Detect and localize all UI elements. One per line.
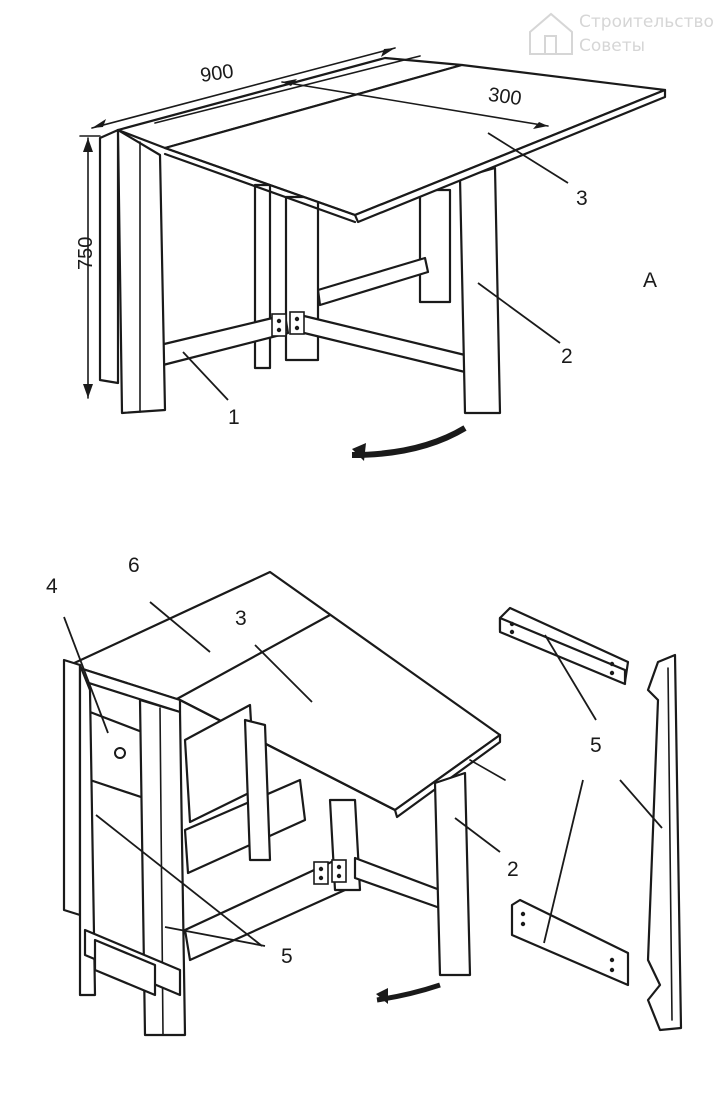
part-5-post bbox=[646, 653, 683, 1032]
hinge-a-left bbox=[271, 313, 287, 337]
callout-b-5-left: 5 bbox=[281, 945, 293, 968]
left-side-panel bbox=[62, 658, 82, 917]
hinge-b-right bbox=[331, 859, 347, 883]
view-label-a: А bbox=[643, 269, 657, 292]
dimension-300 bbox=[281, 79, 549, 129]
watermark-line2: Советы bbox=[579, 36, 645, 56]
leg-2 bbox=[458, 166, 502, 415]
hinge-a-right bbox=[289, 311, 305, 335]
callout-a-2: 2 bbox=[561, 345, 573, 368]
figure-a-table-open: 900 300 750 3 2 1 А bbox=[75, 47, 667, 461]
watermark-line1: Строительство bbox=[579, 12, 714, 32]
leg-b-left-front bbox=[78, 663, 97, 997]
callout-b-4: 4 bbox=[46, 575, 58, 598]
folded-leaf-panel bbox=[98, 128, 120, 385]
part-5-bottom bbox=[510, 898, 630, 987]
callout-a-3: 3 bbox=[576, 187, 588, 210]
drawer-knob bbox=[114, 747, 126, 759]
rotation-arrow-a bbox=[351, 425, 467, 458]
back-stretcher bbox=[316, 256, 430, 307]
house-icon bbox=[529, 12, 573, 55]
hinge-b-left bbox=[313, 861, 329, 885]
tabletop-b-edge bbox=[393, 733, 502, 819]
callout-b-5-right: 5 bbox=[590, 734, 602, 757]
leaf-3-edge bbox=[353, 88, 667, 224]
callout-b-2: 2 bbox=[507, 858, 519, 881]
callout-b-3: 3 bbox=[235, 607, 247, 630]
back-leg-right bbox=[418, 188, 452, 304]
dimension-750 bbox=[79, 135, 101, 399]
dimension-750-label: 750 bbox=[75, 237, 97, 270]
rail-b-end bbox=[93, 938, 157, 997]
front-left-leg bbox=[116, 128, 167, 415]
part-5-top bbox=[498, 606, 630, 686]
callout-b-6: 6 bbox=[128, 554, 140, 577]
leg-2-b bbox=[433, 771, 472, 977]
figure-b-table-assembly: 4 6 3 5 5 2 bbox=[46, 554, 683, 1037]
dimension-900 bbox=[91, 47, 396, 129]
callout-a-1: 1 bbox=[228, 406, 240, 429]
lower-stretcher bbox=[298, 313, 467, 374]
inner-leg bbox=[243, 718, 272, 862]
right-stretcher-b bbox=[353, 856, 442, 910]
dimension-300-label: 300 bbox=[487, 84, 523, 110]
dimension-900-label: 900 bbox=[199, 61, 235, 87]
